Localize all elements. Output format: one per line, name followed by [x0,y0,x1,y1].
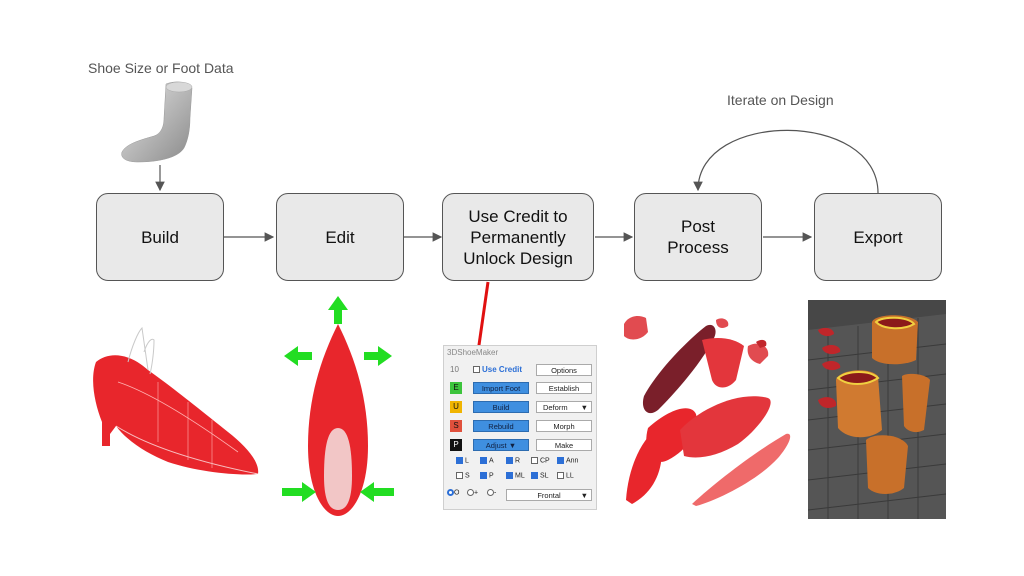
chevron-down-icon: ▼ [580,403,588,412]
checkbox-ann-label: Ann [566,457,579,465]
checkbox-sl[interactable]: SL [531,472,549,479]
loop-label: Iterate on Design [727,92,834,108]
use-credit-checkbox[interactable]: Use Credit [473,365,522,374]
make-button[interactable]: Make [536,439,592,451]
panel-row-rebuild: S Rebuild Morph [444,420,598,433]
import-foot-button[interactable]: Import Foot [473,382,529,394]
chevron-down-icon: ▼ [508,441,517,450]
print-bed-photo [808,300,946,519]
view-row: O + - Frontal ▼ [444,489,598,502]
radio-o[interactable]: O [447,489,459,496]
green-arrow-left-bottom-icon [360,482,394,502]
step-edit-label: Edit [325,227,355,247]
edit-shoe-image [282,296,394,516]
checkbox-ml[interactable]: ML [506,472,525,479]
iterate-loop-arrow [693,129,879,194]
step-post-process-label: Post Process [667,217,729,257]
key-u-badge: U [450,401,462,413]
deform-dropdown[interactable]: Deform ▼ [536,401,592,413]
step-edit: Edit [276,193,404,281]
checkbox-l-label: L [465,457,469,465]
deform-label: Deform [543,403,568,412]
green-arrow-up-icon [328,296,348,324]
green-arrow-right-icon [364,346,392,366]
step-use-credit: Use Credit to Permanently Unlock Design [442,193,594,281]
checkbox-sl-label: SL [540,472,549,480]
checkbox-a[interactable]: A [480,457,494,464]
foot-model-image [121,81,193,163]
radio-o-label: O [454,489,460,497]
panel-row-import: E Import Foot Establish [444,382,598,395]
panel-credit-row: 10 Use Credit Options [444,364,598,377]
use-credit-label: Use Credit [482,365,523,374]
step-post-process: Post Process [634,193,762,281]
view-dropdown[interactable]: Frontal ▼ [506,489,592,501]
view-label: Frontal [537,491,561,500]
options-button[interactable]: Options [536,364,592,376]
build-button[interactable]: Build [473,401,529,413]
checkbox-ml-label: ML [515,472,525,480]
key-e-badge: E [450,382,462,394]
step-export-label: Export [853,227,903,247]
establish-button[interactable]: Establish [536,382,592,394]
radio-minus[interactable]: - [487,489,496,496]
step-use-credit-label: Use Credit to Permanently Unlock Design [463,206,573,268]
checkbox-row-2: S P ML SL LL [444,472,598,485]
radio-plus-label: + [474,489,479,497]
checkbox-a-label: A [489,457,494,465]
checkbox-cp[interactable]: CP [531,457,550,464]
checkbox-r[interactable]: R [506,457,520,464]
radio-plus[interactable]: + [467,489,478,496]
checkbox-s-label: S [465,472,470,480]
checkbox-p[interactable]: P [480,472,494,479]
green-arrow-right-bottom-icon [282,482,316,502]
checkbox-r-label: R [515,457,521,465]
step-build-label: Build [141,227,179,247]
checkbox-ll[interactable]: LL [557,472,574,479]
morph-button[interactable]: Morph [536,420,592,432]
checkbox-p-label: P [489,472,494,480]
credit-count: 10 [450,365,459,374]
print-bed-render [808,300,946,519]
step-build: Build [96,193,224,281]
input-label: Shoe Size or Foot Data [88,60,234,76]
shoe-wireframe-image [93,326,259,475]
checkbox-ll-label: LL [566,472,574,480]
panel-title: 3DShoeMaker [447,348,499,357]
key-p-badge: P [450,439,462,451]
key-s-badge: S [450,420,462,432]
rebuild-button[interactable]: Rebuild [473,420,529,432]
checkbox-s[interactable]: S [456,472,470,479]
checkbox-row-1: L A R CP Ann [444,457,598,470]
post-process-parts-image [624,316,791,506]
checkbox-ann[interactable]: Ann [557,457,578,464]
adjust-label: Adjust [485,441,507,450]
checkbox-cp-label: CP [540,457,550,465]
adjust-dropdown[interactable]: Adjust ▼ [473,439,529,451]
green-arrow-left-icon [284,346,312,366]
step-export: Export [814,193,942,281]
panel-row-adjust: P Adjust ▼ Make [444,439,598,452]
radio-minus-label: - [494,489,497,497]
panel-row-build: U Build Deform ▼ [444,401,598,414]
shoemaker-panel: 3DShoeMaker 10 Use Credit Options E Impo… [443,345,597,510]
chevron-down-icon: ▼ [580,491,588,500]
checkbox-l[interactable]: L [456,457,469,464]
